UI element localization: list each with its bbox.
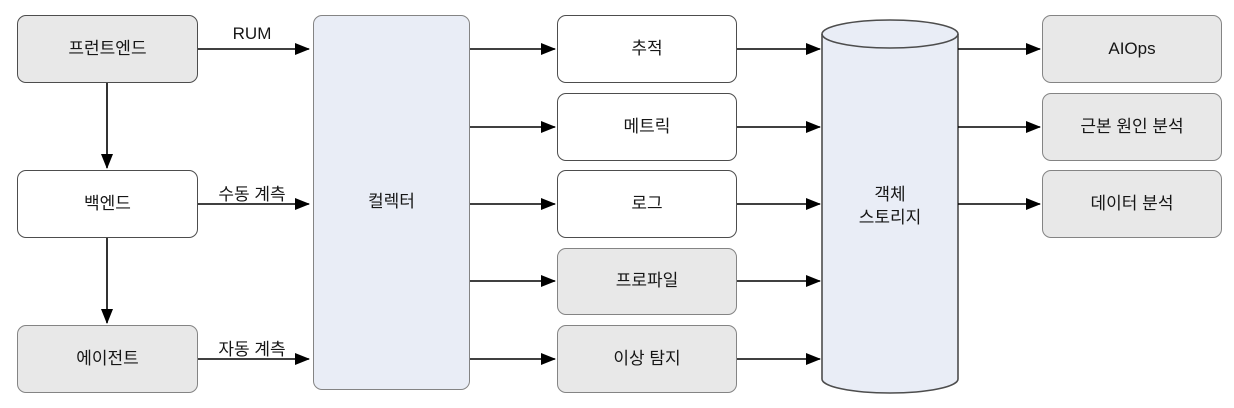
- edge-label-manual-instrumentation: 수동 계측: [218, 185, 286, 204]
- node-collector: 컬렉터: [313, 15, 470, 390]
- edge-label-rum: RUM: [232, 24, 272, 43]
- object-storage-label-line1: 객체: [874, 184, 906, 204]
- object-storage-cylinder-shape: [821, 19, 959, 394]
- edge-label-auto-instrumentation: 자동 계측: [218, 340, 286, 359]
- object-storage-label-line2: 스토리지: [858, 207, 922, 227]
- node-traces: 추적: [557, 15, 737, 83]
- node-data-analytics: 데이터 분석: [1042, 170, 1222, 238]
- node-logs: 로그: [557, 170, 737, 238]
- node-backend: 백엔드: [17, 170, 198, 238]
- node-anomaly-detection: 이상 탐지: [557, 325, 737, 393]
- node-frontend: 프런트엔드: [17, 15, 198, 83]
- node-object-storage: 객체 스토리지: [822, 20, 958, 393]
- node-root-cause-analysis: 근본 원인 분석: [1042, 93, 1222, 161]
- node-profiles: 프로파일: [557, 248, 737, 315]
- node-aiops: AIOps: [1042, 15, 1222, 83]
- node-agent: 에이전트: [17, 325, 198, 393]
- node-metrics: 메트릭: [557, 93, 737, 161]
